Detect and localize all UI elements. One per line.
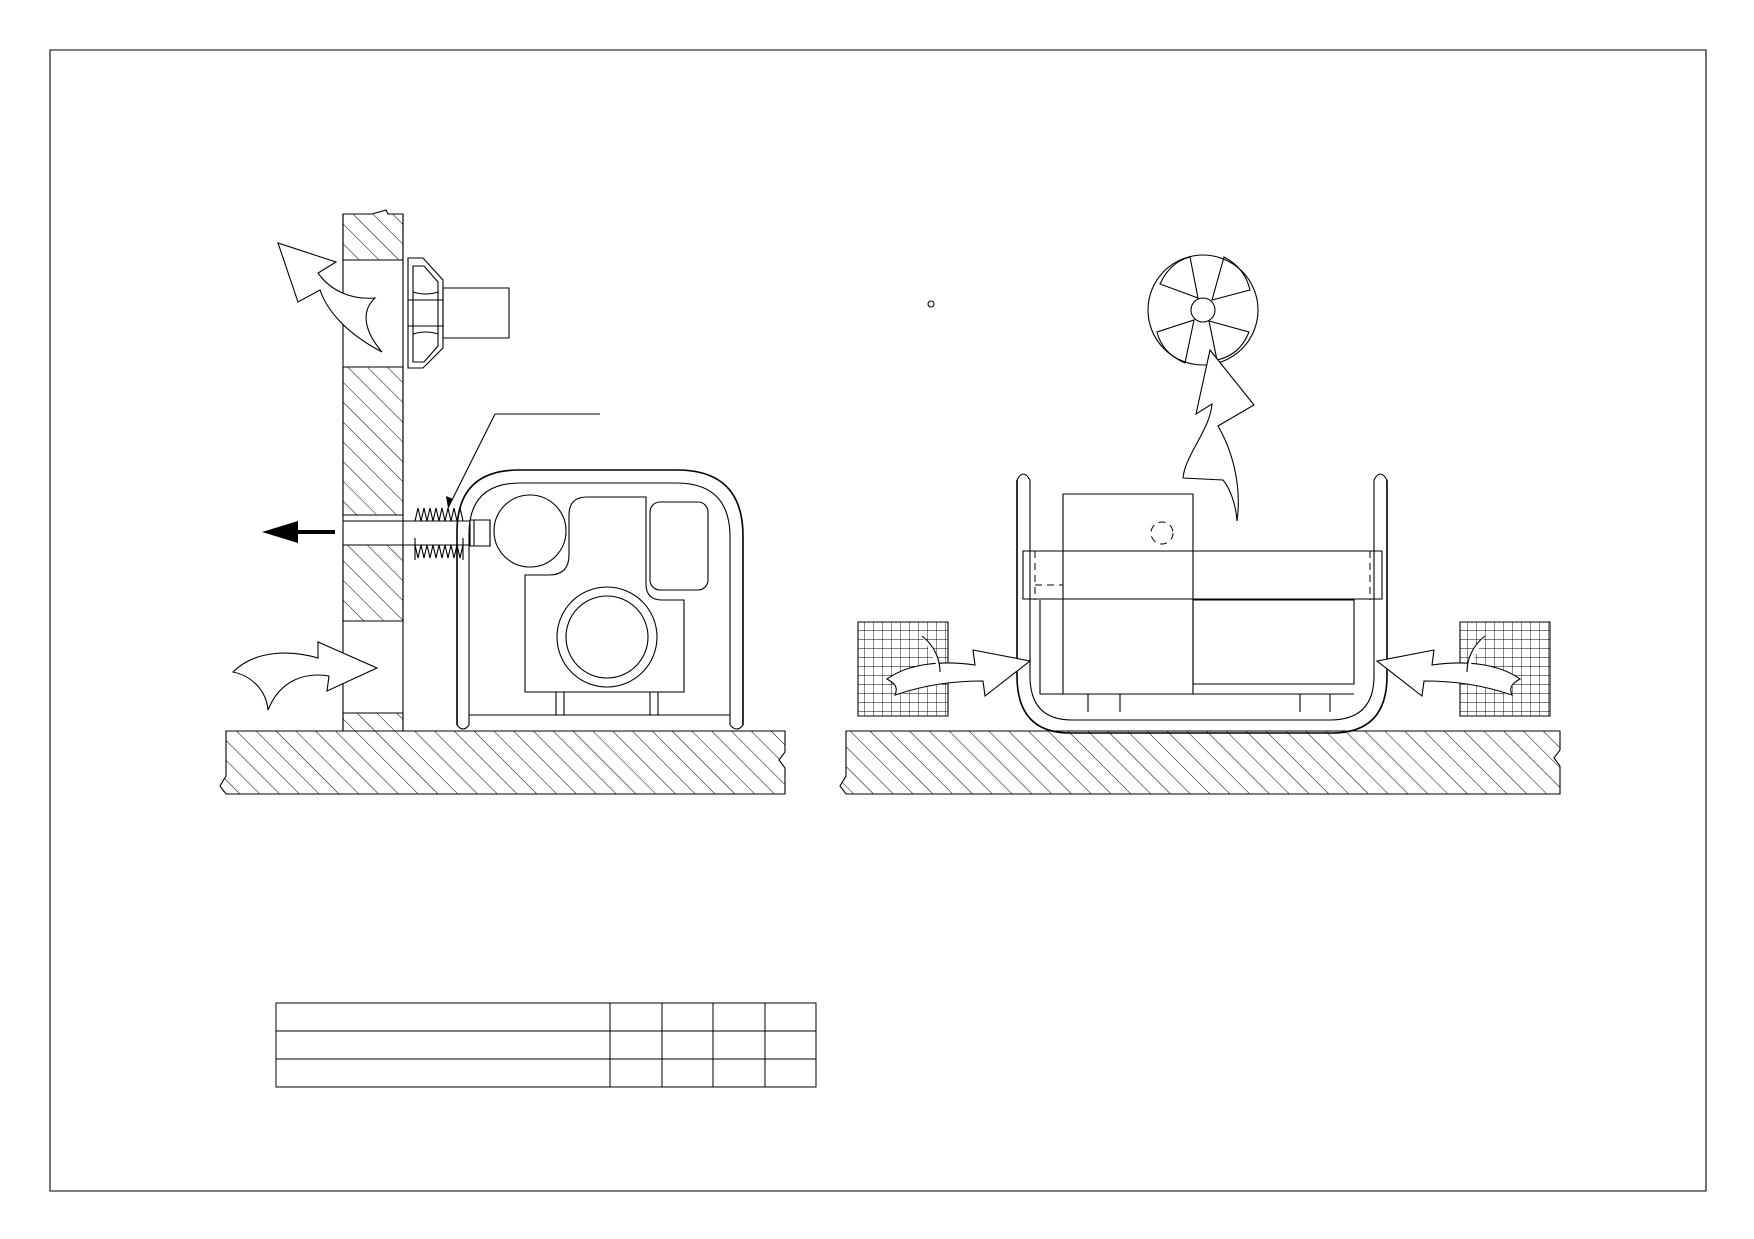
- wall-segment-base: [343, 713, 403, 731]
- airflow-arrow-right-in: [1377, 650, 1520, 696]
- wall-segment-lower: [343, 545, 403, 621]
- wall-top-segment: [343, 210, 403, 260]
- exhaust-pipe: [343, 508, 490, 560]
- exhaust-direction-arrow: [262, 521, 335, 543]
- airflow-curl-right: [1467, 636, 1485, 672]
- floor-slab-right: [840, 731, 1560, 794]
- airflow-arrow-up: [1183, 350, 1254, 521]
- generator-right: [1017, 474, 1387, 733]
- wall-segment-upper: [343, 367, 403, 515]
- drawing-frame: [50, 50, 1706, 1191]
- left-view: [220, 210, 785, 794]
- leader-line: [446, 414, 600, 508]
- airflow-arrow-left-in: [887, 650, 1030, 696]
- ventilation-fan: [1148, 255, 1258, 365]
- generator-left: [457, 470, 743, 729]
- reference-point: [928, 301, 934, 307]
- airflow-curl-left: [922, 636, 940, 672]
- right-view: [840, 255, 1560, 794]
- airflow-arrow-intake: [233, 642, 377, 710]
- title-block-table: [276, 1003, 816, 1087]
- wall-exhaust-fan: [408, 258, 509, 368]
- airflow-arrow-exhaust: [278, 243, 382, 352]
- floor-slab-left: [220, 731, 785, 794]
